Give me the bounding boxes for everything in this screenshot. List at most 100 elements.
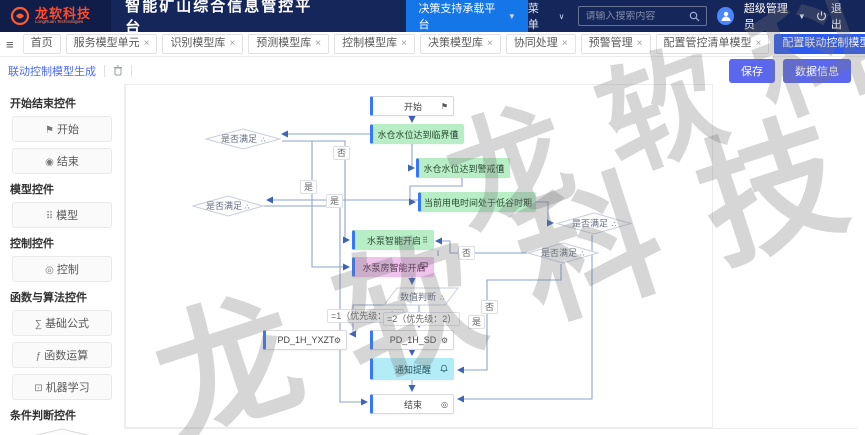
tab-recognition-model-lib[interactable]: 识别模型库× [162,34,244,54]
svg-text:是否满足: 是否满足 [206,201,242,211]
avatar[interactable] [717,7,734,25]
svg-text:是否满足: 是否满足 [541,248,577,258]
cpu-icon: ⊡ [34,383,43,394]
model-grid-icon: ⠿ [524,197,530,207]
toolbar: 联动控制模型生成 保存 数据信息 [0,57,865,84]
tab-service-model-unit[interactable]: 服务模型单元× [65,34,158,54]
header-bar: 龙软科技 LongRuan Technologies 智能矿山综合信息管控平台 … [0,0,865,36]
control-palette: 开始结束控件 ⚑开始 ◉结束 模型控件 ⠿模型 控制控件 ◎控制 函数与算法控件… [0,84,125,435]
gear-icon: ⚙ [440,335,448,345]
function-icon: ƒ [35,351,42,362]
target-icon: ◎ [45,265,54,276]
palette-item-basic-formula[interactable]: ∑基础公式 [12,310,112,336]
flow-node-condition-3[interactable]: 是否满足 ∴ [556,212,632,235]
tab-home[interactable]: 首页 [22,34,61,54]
model-grid-icon: ⠿ [498,163,504,173]
flow-node-condition-2[interactable]: 是否满足 ∴ [192,195,264,217]
close-icon[interactable]: × [143,38,150,49]
palette-item-machine-learning[interactable]: ⊡机器学习 [12,374,112,400]
save-button[interactable]: 保存 [729,58,775,83]
user-menu[interactable]: 超级管理员 ▼ [743,3,806,31]
section-model: 模型控件 [10,184,54,196]
branch-label-yes: 是 [468,315,486,329]
section-function-algorithm: 函数与算法控件 [10,292,87,304]
flow-node-pump-smart-start[interactable]: 水泵智能开启 ⠿ [352,230,434,250]
flow-node-condition-1[interactable]: 是否满足 ∴ [205,128,281,150]
tab-config-control-list-model[interactable]: 配置管控清单模型× [655,34,770,54]
share-icon: ∴ [261,137,266,144]
tab-decision-model-lib[interactable]: 决策模型库× [419,34,501,54]
hamburger-icon[interactable]: ≡ [6,36,14,52]
palette-item-condition-diamond[interactable]: ∴ 是否满足 [11,428,113,435]
flow-node-condition-4[interactable]: 是否满足 ∴ [527,242,599,264]
svg-text:是否满足: 是否满足 [221,134,257,144]
flow-node-device-pd-1h-yxzt[interactable]: PD_1H_YXZT ⚙ [263,330,347,350]
tab-bar: ≡ 首页 服务模型单元× 识别模型库× 预测模型库× 控制模型库× 决策模型库×… [0,32,865,57]
search-box[interactable] [578,6,708,26]
flow-node-water-warning[interactable]: 水仓水位达到警戒值 ⠿ [416,158,510,178]
tab-control-model-lib[interactable]: 控制模型库× [334,34,415,54]
branch-label-yes: 是 [326,194,344,208]
end-circle-icon: ◎ [441,399,448,409]
close-icon[interactable]: × [561,38,568,49]
palette-item-model[interactable]: ⠿模型 [12,202,112,228]
flow-node-offpeak-period[interactable]: 当前用电时间处于低谷时期 ⠿ [418,192,536,212]
menu-dropdown[interactable]: 菜单 ∨ [527,3,569,31]
share-icon: ∴ [440,295,445,302]
logo: 龙软科技 LongRuan Technologies [0,0,112,32]
section-start-end: 开始结束控件 [10,98,76,110]
dragon-logo-icon [10,6,30,26]
tab-alert-management[interactable]: 预警管理× [580,34,651,54]
speech-bubble-icon [420,262,428,272]
flow-node-start[interactable]: 开始 ⚑ [370,96,454,116]
close-icon[interactable]: × [486,38,493,49]
section-condition: 条件判断控件 [10,410,76,422]
platform-select-button[interactable]: 决策支持承载平台 ▼ [406,0,528,36]
data-info-button[interactable]: 数据信息 [783,58,851,83]
divider [131,64,132,77]
tab-collaboration[interactable]: 协同处理× [505,34,576,54]
search-input[interactable] [585,10,690,22]
model-grid-icon: ⠿ [422,235,428,245]
flow-node-notify[interactable]: 通知提醒 [370,358,454,380]
divider [104,64,105,77]
power-icon [816,11,826,21]
close-icon[interactable]: × [401,38,407,49]
branch-label-no: 否 [333,146,351,160]
svg-text:是否满足: 是否满足 [572,219,608,229]
branch-label-no: 否 [481,300,499,314]
palette-item-end[interactable]: ◉结束 [12,148,112,174]
flow-node-device-pd-1h-sd[interactable]: PD_1H_SD ⚙ [370,330,454,350]
close-icon[interactable]: × [315,38,322,49]
flow-node-water-critical[interactable]: 水仓水位达到临界值 ⠿ [370,124,464,144]
model-generator-title: 联动控制模型生成 [8,65,96,78]
gear-icon: ⚙ [333,335,341,345]
close-icon[interactable]: × [229,38,236,49]
chevron-down-icon: ∨ [558,11,569,21]
flow-node-pumproom-smart-start[interactable]: 水泵房智能开启 [352,257,434,277]
grid-icon: ⠿ [45,211,54,222]
search-icon[interactable] [689,11,700,22]
palette-item-control[interactable]: ◎控制 [12,256,112,282]
priority-label-2: =2（优先级：2） [383,312,461,326]
tab-config-linkage-control-model[interactable]: 配置联动控制模型× [774,34,865,54]
tab-prediction-model-lib[interactable]: 预测模型库× [248,34,330,54]
end-circle-icon: ◉ [45,157,54,168]
logout-button[interactable]: 退出 [816,0,851,32]
trash-icon[interactable] [113,65,123,76]
palette-item-start[interactable]: ⚑开始 [12,116,112,142]
flow-node-end[interactable]: 结束 ◎ [370,394,454,414]
branch-label-no: 否 [458,246,476,260]
section-control: 控制控件 [10,238,54,250]
bell-icon [440,364,448,375]
logo-text: 龙软科技 [35,6,92,21]
close-icon[interactable]: × [755,38,762,49]
branch-label-yes: 是 [300,180,318,194]
close-icon[interactable]: × [636,38,643,49]
share-icon: ∴ [580,251,585,258]
flow-node-numeric-judge[interactable]: 数值判断 ∴ [383,287,459,306]
share-icon: ∴ [612,222,617,229]
